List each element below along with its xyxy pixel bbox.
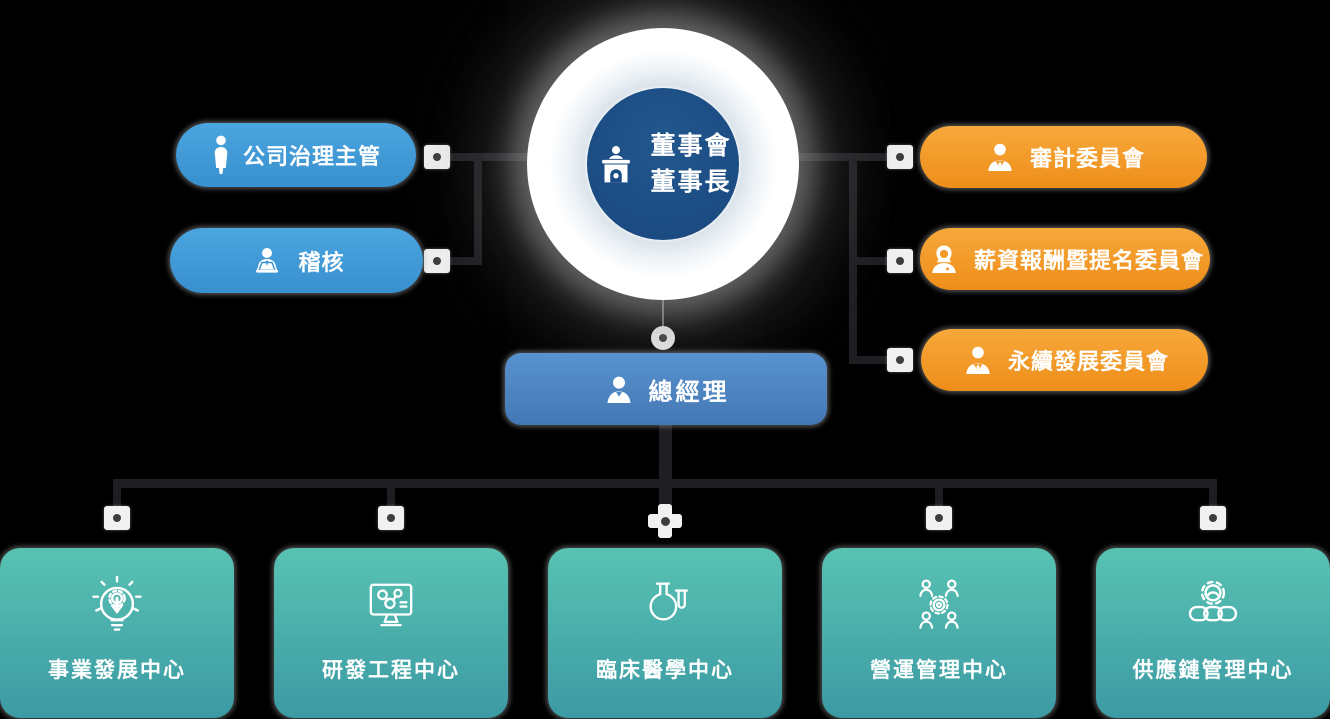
chairman-desk-icon <box>602 146 631 183</box>
businessman-icon <box>988 143 1012 171</box>
connector-line <box>113 488 121 509</box>
branch-corporate-governance: 公司治理主管 <box>176 123 416 187</box>
branch-audit: 稽核 <box>170 228 423 293</box>
connector-node <box>887 249 913 273</box>
connector-line <box>935 488 943 509</box>
committee-sustainability: 永續發展委員會 <box>921 329 1208 391</box>
connector-node <box>887 145 913 169</box>
connector-line <box>387 488 395 509</box>
center-operations-management: 營運管理中心 <box>822 548 1056 718</box>
innovation-bulb-icon <box>92 575 142 631</box>
connector-line <box>113 479 1217 488</box>
connector-line <box>447 153 532 161</box>
businesswoman-icon <box>932 245 956 273</box>
auditor-laptop-icon <box>256 247 279 273</box>
committee-label: 永續發展委員會 <box>1007 349 1169 374</box>
center-label: 研發工程中心 <box>322 659 460 682</box>
connector-line <box>474 153 482 265</box>
committee-label: 薪資報酬暨提名委員會 <box>973 248 1204 273</box>
businessman-icon <box>966 346 990 374</box>
center-business-development: 事業發展中心 <box>0 548 234 718</box>
connector-line <box>1209 488 1217 509</box>
center-clinical-medicine: 臨床醫學中心 <box>548 548 782 718</box>
center-label: 事業發展中心 <box>48 659 186 682</box>
branch-label: 公司治理主管 <box>242 144 381 169</box>
center-label: 臨床醫學中心 <box>596 659 734 682</box>
supply-chain-icon <box>1188 580 1238 622</box>
connector-line <box>849 153 857 364</box>
connector-node <box>926 506 952 530</box>
general-manager-label: 總經理 <box>648 378 730 406</box>
committee-label: 審計委員會 <box>1029 146 1145 171</box>
center-label: 供應鏈管理中心 <box>1132 659 1294 682</box>
board-node: 董事會 董事長 <box>527 28 799 300</box>
connector-line <box>662 298 664 328</box>
branch-label: 稽核 <box>298 249 345 275</box>
connector-node <box>104 506 130 530</box>
connector-node <box>887 348 913 372</box>
rd-monitor-icon <box>369 583 413 627</box>
connector-line <box>797 153 889 161</box>
connector-node <box>648 504 682 538</box>
connector-line <box>659 425 672 513</box>
connector-node <box>424 249 450 273</box>
connector-line <box>449 257 482 265</box>
center-label: 營運管理中心 <box>870 659 1008 682</box>
connector-line <box>855 356 889 364</box>
clinical-flask-icon <box>649 582 688 621</box>
center-rd-engineering: 研發工程中心 <box>274 548 508 718</box>
operations-team-icon <box>919 579 959 629</box>
board-title-line1: 董事會 <box>650 131 732 160</box>
general-manager-node: 總經理 <box>505 353 827 425</box>
person-icon <box>214 135 228 174</box>
connector-node <box>1200 506 1226 530</box>
center-supply-chain: 供應鏈管理中心 <box>1096 548 1330 718</box>
committee-compensation-nomination: 薪資報酬暨提名委員會 <box>920 228 1210 290</box>
committee-audit: 審計委員會 <box>920 126 1207 188</box>
manager-bust-icon <box>607 376 630 403</box>
connector-node <box>378 506 404 530</box>
connector-line <box>855 257 889 265</box>
board-inner-circle: 董事會 董事長 <box>587 88 739 240</box>
connector-node <box>651 326 675 350</box>
connector-node <box>424 145 450 169</box>
board-title-line2: 董事長 <box>650 168 732 196</box>
